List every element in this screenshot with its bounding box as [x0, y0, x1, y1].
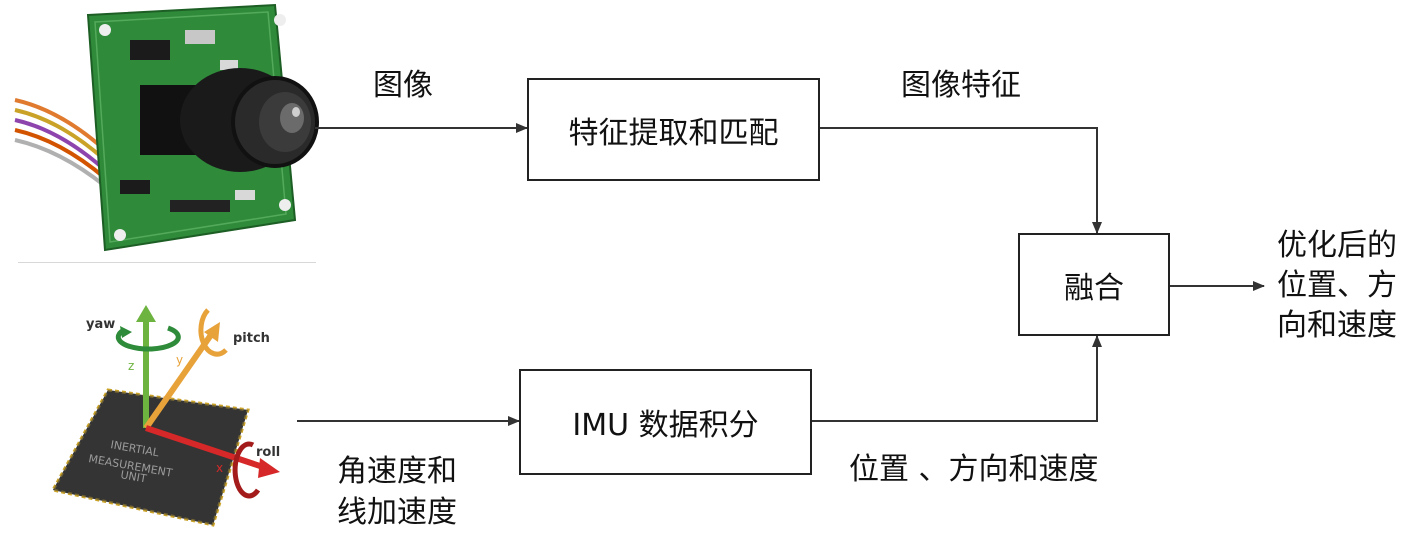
output-label-3: 向和速度 [1277, 308, 1397, 343]
pose-velocity-edge-label: 位置 、方向和速度 [849, 452, 1099, 487]
edge-integration-to-fusion [812, 335, 1102, 422]
edge-feature-to-fusion [820, 127, 1102, 234]
y-label: y [176, 353, 183, 367]
chip-line-3: UNIT [119, 468, 147, 485]
imu-integration-box: IMU 数据积分 [519, 369, 812, 475]
imu-chip-image: INERTIAL MEASUREMENT UNIT yaw z pitch y … [50, 305, 280, 527]
camera-image-baseline [18, 262, 316, 263]
fusion-box: 融合 [1018, 233, 1170, 336]
yaw-label: yaw [86, 317, 115, 332]
imu-integration-label: IMU 数据积分 [572, 408, 759, 443]
image-feature-edge-label: 图像特征 [901, 68, 1021, 103]
output-label-2: 位置、方 [1277, 268, 1397, 303]
pitch-label: pitch [233, 331, 270, 346]
image-edge-label: 图像 [373, 68, 433, 103]
camera-module-image [14, 3, 319, 252]
fusion-label: 融合 [1064, 270, 1124, 306]
camera-lens-icon [140, 68, 319, 172]
roll-label: roll [256, 445, 280, 460]
output-label-1: 优化后的 [1277, 228, 1397, 263]
x-axis-arrow [145, 425, 267, 471]
y-axis-arrow [143, 330, 216, 430]
roll-rotation-icon [232, 441, 261, 499]
angular-velocity-label-1: 角速度和 [337, 454, 457, 489]
pitch-rotation-icon [198, 308, 228, 357]
yaw-rotation-icon [115, 325, 181, 352]
x-label: x [216, 461, 223, 475]
feature-extraction-label: 特征提取和匹配 [568, 115, 779, 151]
z-label: z [128, 359, 134, 373]
feature-extraction-box: 特征提取和匹配 [527, 78, 820, 181]
camera-wires-icon [14, 98, 107, 188]
angular-velocity-label-2: 线加速度 [337, 495, 457, 530]
